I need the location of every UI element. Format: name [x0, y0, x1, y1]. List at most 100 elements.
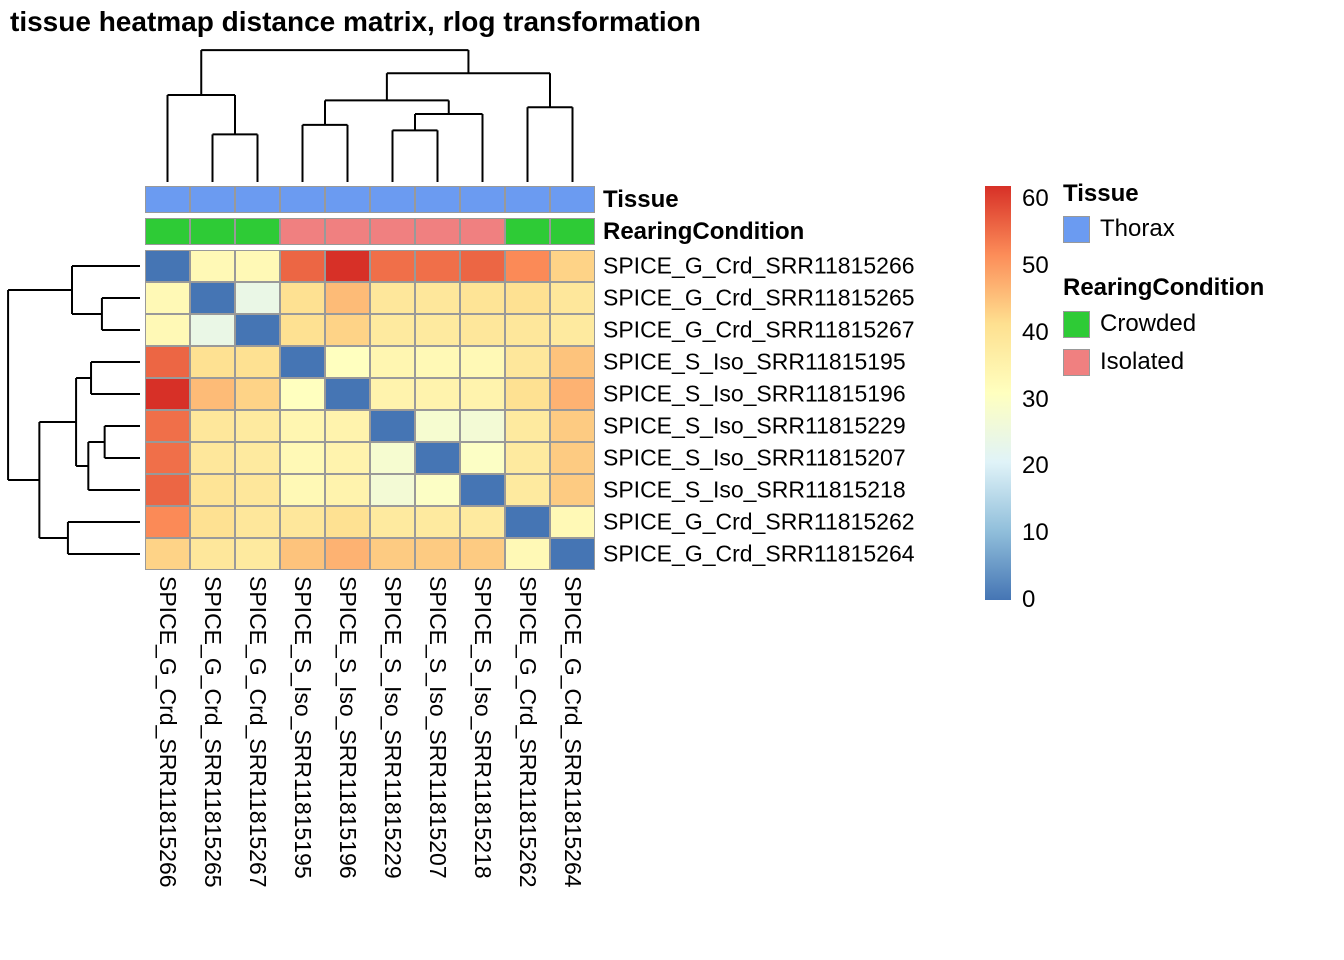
- annotation-cell: [415, 218, 460, 245]
- heatmap-cell: [415, 538, 460, 570]
- heatmap-cell: [505, 474, 550, 506]
- annotation-cell: [190, 186, 235, 213]
- heatmap-cell: [505, 346, 550, 378]
- rearing-annotation-label: RearingCondition: [603, 218, 805, 245]
- heatmap-cell: [325, 282, 370, 314]
- heatmap-cell: [460, 282, 505, 314]
- heatmap-cell: [550, 410, 595, 442]
- colorbar-tick-label: 30: [1022, 385, 1049, 413]
- col-label: SPICE_G_Crd_SRR11815266: [155, 576, 181, 888]
- col-label: SPICE_G_Crd_SRR11815267: [245, 576, 271, 888]
- annotation-cell: [190, 218, 235, 245]
- annotation-cell: [505, 186, 550, 213]
- heatmap-cell: [235, 250, 280, 282]
- heatmap-cell: [370, 474, 415, 506]
- heatmap-cell: [145, 314, 190, 346]
- legend-swatch: [1063, 215, 1090, 243]
- annotation-cell: [460, 218, 505, 245]
- heatmap-cell: [280, 474, 325, 506]
- annotation-cell: [370, 186, 415, 213]
- annotation-cell: [280, 218, 325, 245]
- heatmap-cell: [415, 378, 460, 410]
- heatmap-cell: [145, 506, 190, 538]
- heatmap-cell: [280, 442, 325, 474]
- heatmap-cell: [505, 506, 550, 538]
- colorbar: [985, 186, 1011, 600]
- tissue-annotation-bar: [145, 186, 595, 213]
- heatmap-cell: [235, 282, 280, 314]
- col-label: SPICE_G_Crd_SRR11815264: [560, 576, 586, 888]
- heatmap-cell: [325, 506, 370, 538]
- col-label: SPICE_S_Iso_SRR11815195: [290, 576, 316, 879]
- tissue-annotation-label: Tissue: [603, 186, 679, 213]
- colorbar-tick-label: 10: [1022, 519, 1049, 547]
- col-label: SPICE_G_Crd_SRR11815262: [515, 576, 541, 888]
- heatmap-cell: [190, 474, 235, 506]
- annotation-cell: [370, 218, 415, 245]
- heatmap-cell: [325, 378, 370, 410]
- legend-item-label: Thorax: [1100, 215, 1175, 242]
- heatmap-cell: [190, 410, 235, 442]
- legend-item-label: Isolated: [1100, 348, 1185, 375]
- heatmap-cell: [550, 346, 595, 378]
- rearing-annotation-bar: [145, 218, 595, 245]
- legend-rearing-header: RearingCondition: [1063, 274, 1265, 301]
- heatmap-grid: [145, 250, 595, 570]
- heatmap-cell: [415, 314, 460, 346]
- colorbar-tick-label: 20: [1022, 452, 1049, 480]
- heatmap-cell: [370, 378, 415, 410]
- annotation-cell: [235, 186, 280, 213]
- heatmap-cell: [550, 250, 595, 282]
- heatmap-cell: [235, 378, 280, 410]
- heatmap-cell: [280, 410, 325, 442]
- heatmap-cell: [145, 346, 190, 378]
- heatmap-cell: [325, 314, 370, 346]
- heatmap-cell: [190, 282, 235, 314]
- heatmap-cell: [280, 314, 325, 346]
- heatmap-cell: [190, 346, 235, 378]
- heatmap-cell: [460, 474, 505, 506]
- heatmap-cell: [190, 538, 235, 570]
- heatmap-cell: [550, 442, 595, 474]
- heatmap-cell: [235, 538, 280, 570]
- heatmap-cell: [280, 538, 325, 570]
- heatmap-cell: [550, 378, 595, 410]
- heatmap-cell: [370, 506, 415, 538]
- annotation-cell: [550, 186, 595, 213]
- heatmap-cell: [550, 474, 595, 506]
- annotation-cell: [505, 218, 550, 245]
- heatmap-cell: [370, 250, 415, 282]
- heatmap-cell: [550, 314, 595, 346]
- heatmap-cell: [235, 442, 280, 474]
- heatmap-cell: [280, 346, 325, 378]
- heatmap-cell: [145, 410, 190, 442]
- row-label: SPICE_G_Crd_SRR11815266: [603, 252, 915, 279]
- heatmap-cell: [280, 506, 325, 538]
- row-label: SPICE_G_Crd_SRR11815264: [603, 540, 915, 567]
- legend-item: Thorax: [1063, 215, 1175, 243]
- annotation-cell: [145, 218, 190, 245]
- chart-title: tissue heatmap distance matrix, rlog tra…: [10, 6, 701, 37]
- colorbar-tick-label: 60: [1022, 185, 1049, 213]
- heatmap-cell: [370, 410, 415, 442]
- column-dendrogram: [166, 49, 574, 182]
- legend-item-label: Crowded: [1100, 310, 1197, 337]
- heatmap-cell: [460, 410, 505, 442]
- heatmap-cell: [550, 506, 595, 538]
- heatmap-cell: [505, 410, 550, 442]
- annotation-cell: [235, 218, 280, 245]
- heatmap-cell: [370, 442, 415, 474]
- heatmap-cell: [235, 346, 280, 378]
- row-label: SPICE_S_Iso_SRR11815196: [603, 380, 906, 407]
- heatmap-cell: [235, 506, 280, 538]
- heatmap-cell: [415, 250, 460, 282]
- heatmap-cell: [505, 378, 550, 410]
- colorbar-tick-label: 40: [1022, 318, 1049, 346]
- colorbar-tick-label: 50: [1022, 252, 1049, 280]
- annotation-cell: [280, 186, 325, 213]
- annotation-cell: [325, 218, 370, 245]
- row-label: SPICE_S_Iso_SRR11815218: [603, 476, 906, 503]
- heatmap-cell: [145, 474, 190, 506]
- col-label: SPICE_S_Iso_SRR11815218: [470, 576, 496, 879]
- heatmap-cell: [460, 346, 505, 378]
